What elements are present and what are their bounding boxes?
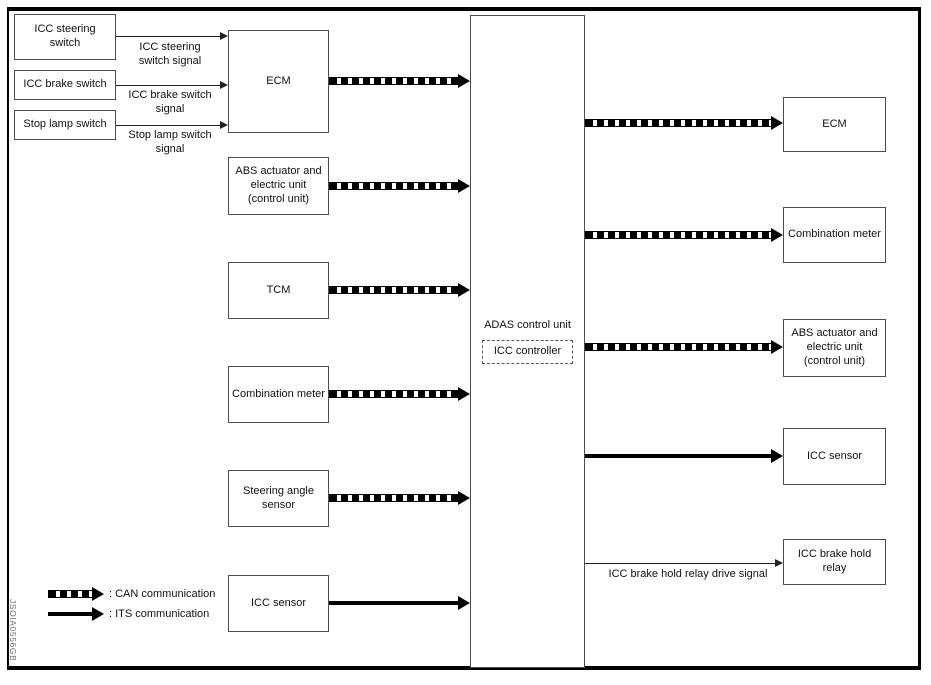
arrowhead-icon [220, 121, 228, 129]
arrowhead-icon [220, 81, 228, 89]
arrowhead-icon [92, 587, 104, 601]
node-icc-brake-switch: ICC brake switch [14, 70, 116, 100]
arrowhead-icon [220, 32, 228, 40]
can-arrow-sample [48, 586, 104, 602]
node-label-abs-actuator-left: ABS actuator and electric unit (control … [235, 165, 322, 205]
node-stop-lamp-switch: Stop lamp switch [14, 110, 116, 140]
arrowhead-icon [92, 607, 104, 621]
legend-label-its: : ITS communication [109, 608, 210, 620]
can-arrow-bar [329, 77, 460, 85]
legend: : CAN communication : ITS communication [48, 584, 215, 624]
thin-arrow-bar [116, 36, 222, 37]
node-label-icc-brake-switch: ICC brake switch [23, 78, 107, 91]
can-arrow-bar [585, 231, 773, 239]
node-label-ecm-left: ECM [266, 74, 291, 87]
arrowhead-icon [458, 387, 470, 401]
node-label-ecm-right: ECM [822, 117, 847, 130]
its-arrow-bar [329, 601, 460, 605]
edge-label-adas-to-icc-brake-hold-relay: ICC brake hold relay drive signal [608, 568, 768, 580]
node-tcm: TCM [228, 262, 329, 319]
can-arrow-bar [585, 119, 773, 127]
node-label-icc-brake-hold-relay: ICC brake hold relay [797, 548, 872, 574]
legend-item-can: : CAN communication [48, 584, 215, 604]
node-abs-actuator-right: ABS actuator and electric unit (control … [783, 319, 886, 377]
thin-arrow-bar [585, 563, 777, 564]
arrowhead-icon [771, 228, 783, 242]
node-icc-brake-hold-relay: ICC brake hold relay [783, 539, 886, 585]
node-steering-angle-sensor: Steering angle sensor [228, 470, 329, 527]
node-label-icc-sensor-left: ICC sensor [250, 596, 307, 609]
node-icc-steering-switch: ICC steering switch [14, 14, 116, 60]
arrowhead-icon [458, 74, 470, 88]
node-label-icc-steering-switch: ICC steering switch [34, 23, 96, 49]
arrowhead-icon [458, 491, 470, 505]
arrowhead-icon [771, 449, 783, 463]
figure-code: JSOIA0556GB [8, 599, 18, 662]
node-label-abs-actuator-right: ABS actuator and electric unit (control … [791, 327, 878, 367]
edge-label-stop-lamp-switch-to-ecm: Stop lamp switch signal [128, 129, 212, 156]
can-arrow-bar [329, 286, 460, 294]
node-label-icc-sensor-right: ICC sensor [806, 449, 863, 462]
node-label-steering-angle-sensor: Steering angle sensor [243, 484, 314, 511]
node-ecm-right: ECM [783, 97, 886, 152]
arrowhead-icon [775, 559, 783, 567]
can-arrow-bar [329, 182, 460, 190]
node-abs-actuator-left: ABS actuator and electric unit (control … [228, 157, 329, 215]
arrowhead-icon [458, 179, 470, 193]
node-ecm-left: ECM [228, 30, 329, 133]
legend-label-can: : CAN communication [109, 588, 216, 600]
node-combination-meter-right: Combination meter [783, 207, 886, 263]
its-arrow-sample [48, 606, 104, 622]
arrowhead-icon [458, 596, 470, 610]
edge-label-icc-brake-switch-to-ecm: ICC brake switch signal [128, 89, 212, 116]
node-label-adas-control-unit: ADAS control unit [484, 319, 571, 332]
node-label-tcm: TCM [266, 283, 291, 296]
can-arrow-bar [48, 590, 94, 598]
arrowhead-icon [771, 340, 783, 354]
thin-arrow-bar [116, 85, 222, 86]
node-label-combination-meter-left: Combination meter [232, 387, 325, 400]
node-icc-sensor-right: ICC sensor [783, 428, 886, 485]
arrowhead-icon [458, 283, 470, 297]
edge-label-icc-steering-switch-to-ecm: ICC steering switch signal [138, 41, 202, 68]
can-arrow-bar [329, 390, 460, 398]
its-arrow-bar [585, 454, 773, 458]
its-arrow-bar [48, 612, 94, 616]
can-arrow-bar [329, 494, 460, 502]
can-arrow-bar [585, 343, 773, 351]
legend-item-its: : ITS communication [48, 604, 215, 624]
node-icc-sensor-left: ICC sensor [228, 575, 329, 632]
arrowhead-icon [771, 116, 783, 130]
thin-arrow-bar [116, 125, 222, 126]
node-combination-meter-left: Combination meter [228, 366, 329, 423]
node-label-combination-meter-right: Combination meter [788, 228, 881, 241]
node-icc-controller: ICC controller [481, 340, 574, 364]
node-label-stop-lamp-switch: Stop lamp switch [23, 118, 107, 131]
